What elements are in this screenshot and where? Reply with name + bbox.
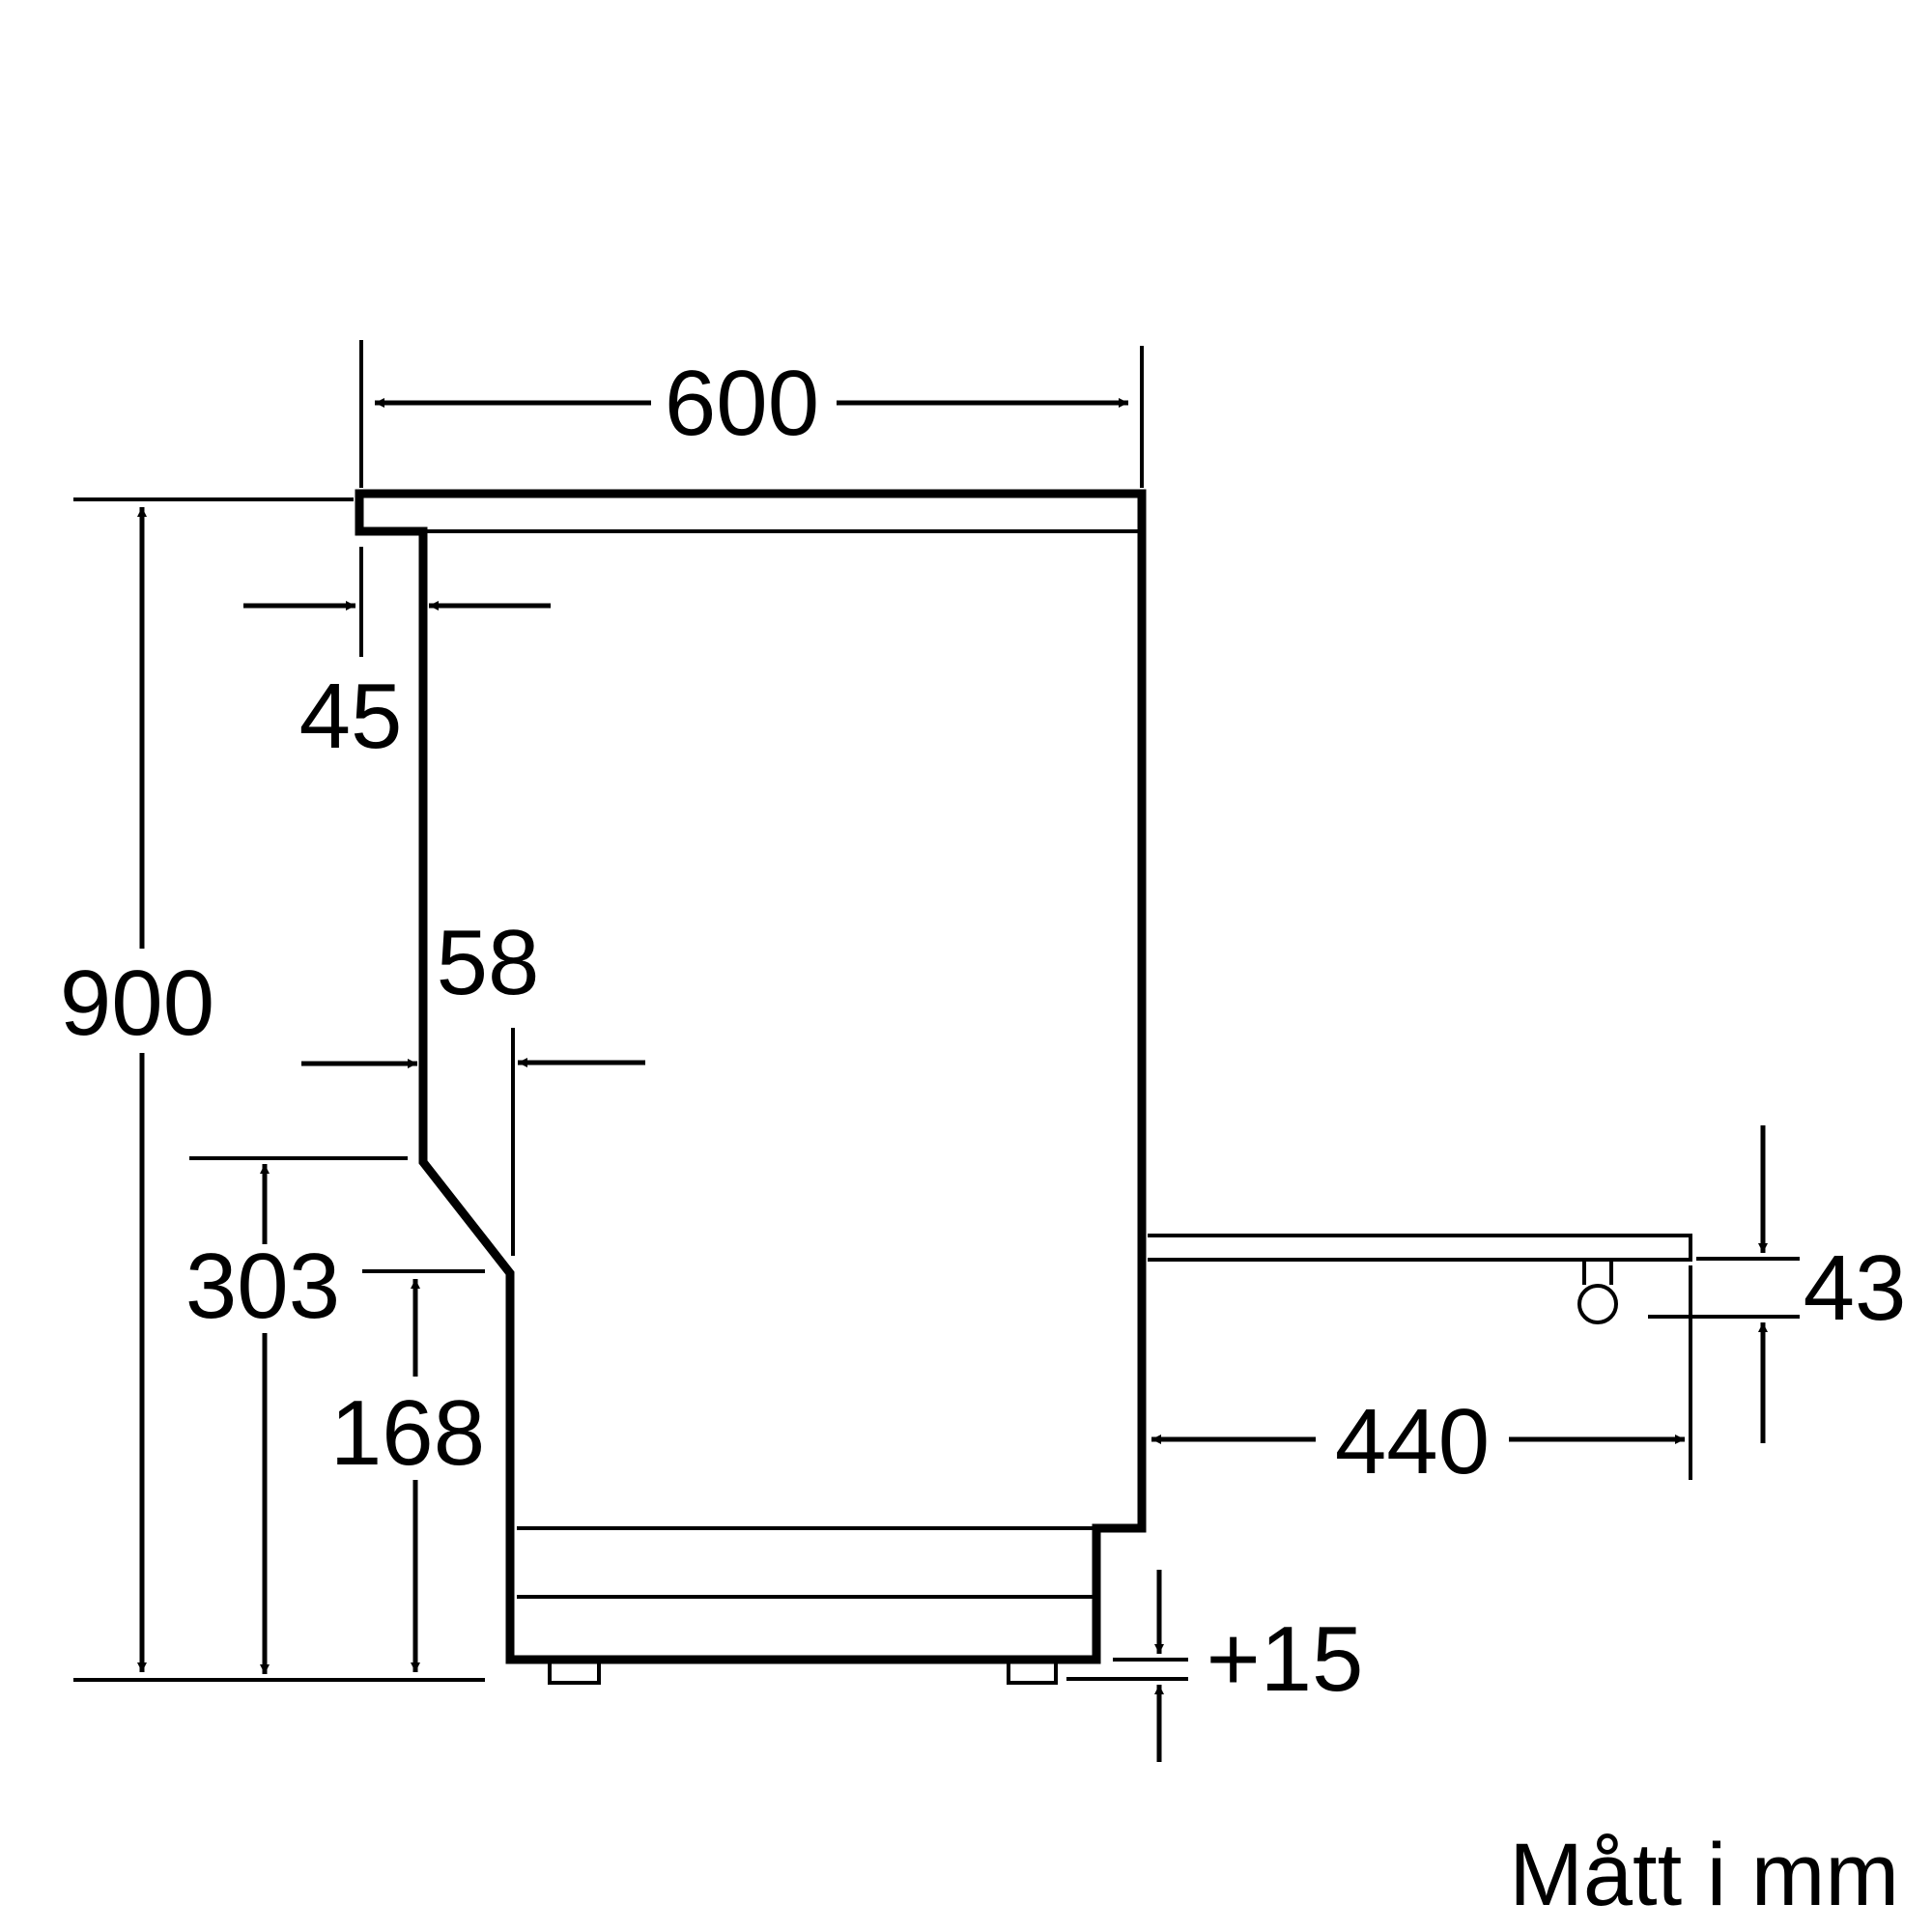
dimension-lower-height: 168	[330, 1269, 485, 1672]
dimension-pullout-thickness: 43	[1648, 1125, 1906, 1443]
pullout-rail	[1148, 1234, 1692, 1324]
height-label: 900	[60, 952, 214, 1055]
pullout-depth-label: 440	[1335, 1390, 1490, 1493]
dimension-feet-adjust: +15	[1066, 1570, 1363, 1762]
lower-height-label: 168	[330, 1381, 485, 1485]
units-caption: Mått i mm	[1509, 1826, 1899, 1924]
slope-height-label: 303	[185, 1235, 340, 1338]
dimension-step: 58	[301, 911, 645, 1256]
feet-adjust-label: +15	[1207, 1607, 1364, 1711]
pullout-thickness-label: 43	[1804, 1236, 1907, 1340]
appliance-outline	[355, 489, 1147, 1685]
step-label: 58	[437, 911, 540, 1014]
dimension-slope-height: 303	[185, 1156, 408, 1674]
width-label: 600	[665, 352, 819, 455]
top-offset-label: 45	[299, 665, 403, 768]
dimension-width: 600	[359, 340, 1144, 488]
dimension-height: 900	[60, 497, 485, 1682]
dimension-pullout-depth: 440	[1151, 1265, 1692, 1493]
dimension-top-offset: 45	[243, 547, 551, 768]
